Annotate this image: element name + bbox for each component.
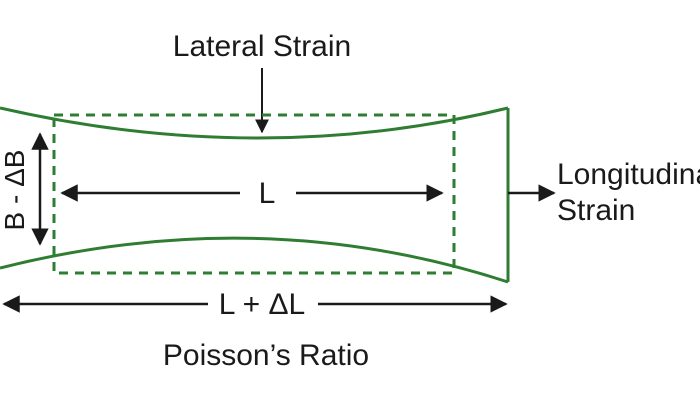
longitudinal-strain-label-line2: Strain [557, 194, 635, 227]
original-specimen-outline [52, 113, 456, 275]
breadth-change-label: B - ΔB [0, 150, 30, 231]
poissons-ratio-caption: Poisson’s Ratio [163, 339, 369, 372]
original-length-label: L [259, 177, 276, 210]
extended-length-label: L + ΔL [219, 288, 305, 321]
lateral-strain-label: Lateral Strain [173, 30, 351, 63]
deformed-specimen-bottom-edge [0, 236, 509, 284]
deformed-specimen-top-edge [0, 106, 509, 140]
longitudinal-strain-label-line1: Longitudinal [557, 158, 700, 191]
